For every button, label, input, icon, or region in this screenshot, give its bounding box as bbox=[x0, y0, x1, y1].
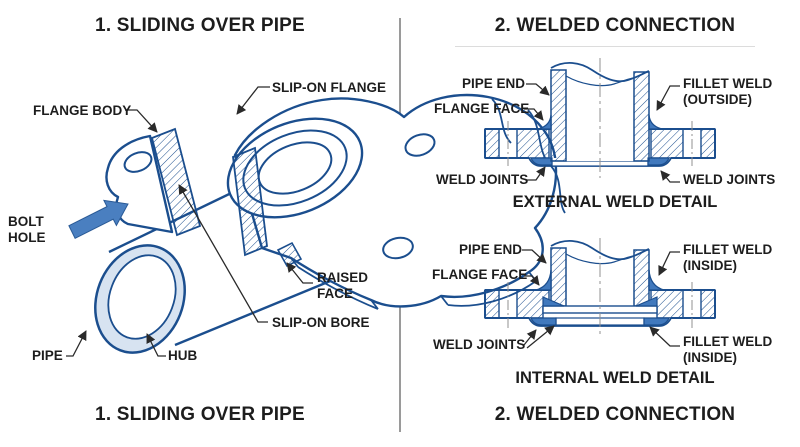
pipe-cross-section bbox=[550, 240, 650, 307]
bolt-hole bbox=[123, 151, 153, 173]
leader-weld-joints-right bbox=[660, 170, 680, 183]
label-fillet-weld-inside-bottom: FILLET WELD (INSIDE) bbox=[683, 334, 773, 365]
cut-section-lobe bbox=[150, 127, 202, 237]
pipe-break-inner bbox=[565, 75, 635, 87]
weld-joint bbox=[530, 317, 557, 326]
label-fillet-weld-inside-top: FILLET WELD (INSIDE) bbox=[683, 242, 773, 273]
leader-slip-on-bore bbox=[178, 184, 268, 323]
leader-weld-joints-b bbox=[526, 325, 555, 349]
leader-weld-joints-left bbox=[526, 166, 546, 181]
weld-joint bbox=[643, 317, 670, 326]
isometric-drawing bbox=[66, 86, 566, 357]
bolt-hole bbox=[404, 133, 436, 157]
title-underline bbox=[455, 46, 755, 47]
pipe-cross-section bbox=[550, 62, 650, 162]
leader-slip-on-flange bbox=[236, 86, 270, 115]
label-pipe-end-internal: PIPE END bbox=[459, 242, 523, 257]
flange-plate bbox=[226, 93, 566, 310]
label-flange-body: FLANGE BODY bbox=[33, 103, 132, 118]
leader-flange-body bbox=[125, 109, 158, 133]
external-weld-drawing bbox=[484, 58, 716, 183]
leader-pipe bbox=[66, 330, 87, 357]
bolt-hole bbox=[382, 236, 414, 260]
label-pipe-end-external: PIPE END bbox=[462, 76, 526, 91]
label-pipe: PIPE bbox=[32, 348, 63, 363]
break-curve bbox=[491, 98, 512, 144]
weld-joint bbox=[647, 157, 670, 166]
leader-pipe-end bbox=[522, 249, 547, 264]
flange-left-lobe bbox=[105, 127, 202, 237]
fillet-weld-inside-bottom bbox=[542, 296, 565, 307]
leader-fillet-weld bbox=[656, 85, 680, 111]
label-weld-joints-internal: WELD JOINTS bbox=[433, 337, 526, 352]
internal-weld-drawing bbox=[484, 238, 716, 349]
leader-weld-joints-a bbox=[523, 329, 537, 346]
pipe-break-inner bbox=[565, 253, 635, 265]
label-flange-face-external: FLANGE FACE bbox=[434, 101, 530, 116]
left-title-top: 1. SLIDING OVER PIPE bbox=[95, 15, 305, 36]
leader-flange-face bbox=[524, 108, 544, 121]
fillet-weld-outside bbox=[537, 114, 552, 130]
left-title-bottom: 1. SLIDING OVER PIPE bbox=[95, 404, 305, 425]
leader-lines bbox=[524, 83, 680, 183]
raised-face-section bbox=[276, 241, 303, 268]
label-fillet-weld-outside: FILLET WELD (OUTSIDE) bbox=[683, 76, 773, 107]
leader-lines bbox=[522, 249, 680, 349]
right-title-bottom: 2. WELDED CONNECTION bbox=[494, 404, 736, 425]
label-weld-joints-external-right: WELD JOINTS bbox=[683, 172, 776, 187]
fillet-weld-outside bbox=[648, 114, 663, 130]
leader-raised-face bbox=[286, 262, 313, 284]
label-flange-face-internal: FLANGE FACE bbox=[432, 267, 528, 282]
flange-cross-section bbox=[484, 121, 716, 166]
pipe-break-line bbox=[550, 240, 650, 261]
fillet-weld-inside-top bbox=[648, 269, 665, 291]
label-hub: HUB bbox=[168, 348, 198, 363]
flange-cross-section bbox=[484, 282, 716, 329]
right-title-top: 2. WELDED CONNECTION bbox=[494, 15, 736, 36]
fillet-weld-inside-top bbox=[535, 269, 552, 291]
caption-external-weld-detail: EXTERNAL WELD DETAIL bbox=[512, 193, 718, 211]
leader-hub bbox=[146, 333, 166, 357]
weld-joint bbox=[530, 157, 553, 166]
leader-lines bbox=[66, 86, 313, 357]
label-weld-joints-external-left: WELD JOINTS bbox=[436, 172, 529, 187]
pipe-break-line bbox=[550, 62, 650, 83]
label-slip-on-bore: SLIP-ON BORE bbox=[272, 315, 370, 330]
sliding-direction-arrow bbox=[68, 199, 129, 239]
label-slip-on-flange: SLIP-ON FLANGE bbox=[272, 80, 386, 95]
fillet-weld-inside-bottom bbox=[635, 296, 658, 307]
label-raised-face: RAISED FACE bbox=[317, 270, 369, 301]
pipe-end-bore bbox=[107, 254, 177, 340]
leader-flange-face bbox=[524, 275, 540, 286]
caption-internal-weld-detail: INTERNAL WELD DETAIL bbox=[515, 369, 715, 387]
leader-pipe-end bbox=[526, 83, 550, 96]
leader-fillet-weld-top bbox=[658, 251, 680, 276]
leader-fillet-weld-bottom bbox=[649, 326, 680, 347]
cut-section-flange bbox=[232, 146, 268, 257]
label-bolt-hole: BOLT HOLE bbox=[8, 214, 46, 245]
